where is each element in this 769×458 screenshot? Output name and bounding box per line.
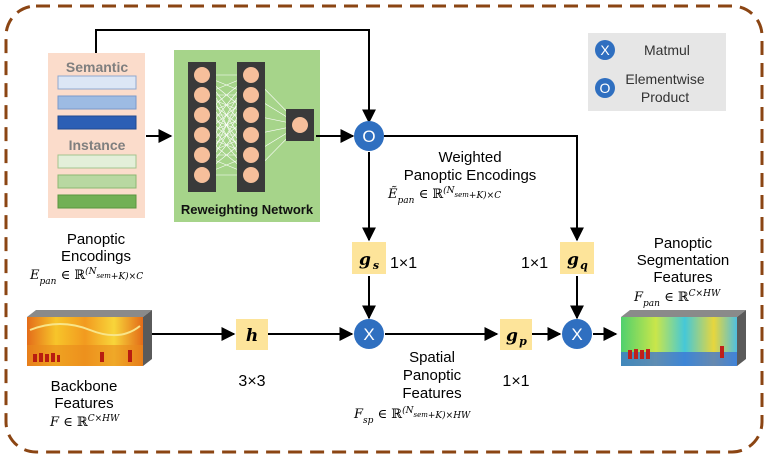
legend-elementwise-label-2: Product <box>641 89 689 105</box>
svg-text:Spatial: Spatial <box>409 349 455 366</box>
svg-text:q: q <box>580 259 588 272</box>
semantic-bar-1 <box>57 75 137 90</box>
outer-dashed-frame <box>4 4 764 454</box>
svg-text:Ẽpan ∈ ℝ(Nsem+K)×C: Ẽpan ∈ ℝ(Nsem+K)×C <box>387 185 501 206</box>
output-feature-map <box>621 310 746 366</box>
network-neuron <box>243 147 259 163</box>
elementwise-op-node: O <box>354 121 384 151</box>
instance-bar-1 <box>57 154 137 169</box>
connections <box>95 29 618 341</box>
svg-text:s: s <box>373 259 379 272</box>
legend-matmul-symbol: X <box>600 42 610 58</box>
svg-text:g: g <box>567 250 579 270</box>
svg-text:Panoptic Encodings: Panoptic Encodings <box>404 167 537 184</box>
semantic-bar-3 <box>57 115 137 130</box>
network-neuron <box>243 127 259 143</box>
h-projection: h 3×3 <box>236 319 268 390</box>
svg-text:g: g <box>359 250 371 270</box>
semantic-label: Semantic <box>66 59 128 75</box>
network-neuron <box>194 167 210 183</box>
instance-label: Instance <box>69 137 126 153</box>
network-neuron <box>194 127 210 143</box>
encodings-caption-2: Encodings <box>61 248 131 265</box>
weighted-encodings-caption: Weighted Panoptic Encodings Ẽpan ∈ ℝ(Nse… <box>387 149 536 206</box>
svg-text:g: g <box>506 326 518 346</box>
gp-size-label: 1×1 <box>502 373 529 390</box>
encodings-math: Epan ∈ ℝ(Nsem+K)×C <box>29 266 143 287</box>
encodings-caption-1: Panoptic <box>67 231 126 248</box>
backbone-feature-map <box>27 310 152 366</box>
svg-text:F ∈ ℝC×HW: F ∈ ℝC×HW <box>49 414 120 430</box>
bypass-arrow <box>95 29 376 124</box>
svg-text:Features: Features <box>54 395 113 412</box>
instance-bar-2 <box>57 174 137 189</box>
svg-text:Fsp ∈ ℝ(Nsem+K)×HW: Fsp ∈ ℝ(Nsem+K)×HW <box>353 405 471 426</box>
svg-text:Segmentation: Segmentation <box>637 252 730 269</box>
network-neuron <box>243 67 259 83</box>
svg-text:X: X <box>571 325 582 344</box>
matmul-op-node-2: X <box>562 319 592 349</box>
network-neuron <box>243 107 259 123</box>
legend-matmul-icon <box>595 40 615 60</box>
gq-size-label: 1×1 <box>521 255 548 272</box>
svg-text:h: h <box>246 326 258 346</box>
svg-text:Panoptic: Panoptic <box>654 235 713 252</box>
instance-bar-3 <box>57 194 137 209</box>
svg-text:Features: Features <box>402 385 461 402</box>
svg-text:Backbone: Backbone <box>51 378 118 395</box>
panoptic-encodings-block: Semantic Instance Panoptic Encodings Epa… <box>29 53 145 287</box>
svg-text:Panoptic: Panoptic <box>403 367 462 384</box>
network-neuron <box>194 107 210 123</box>
legend-matmul-label: Matmul <box>644 42 690 58</box>
network-neuron <box>194 147 210 163</box>
semantic-bar-2 <box>57 95 137 110</box>
svg-text:O: O <box>362 127 375 146</box>
svg-text:Fpan ∈ ℝC×HW: Fpan ∈ ℝC×HW <box>633 289 721 309</box>
backbone-caption: Backbone Features F ∈ ℝC×HW <box>49 378 120 430</box>
network-neuron <box>243 87 259 103</box>
svg-text:Weighted: Weighted <box>438 149 501 166</box>
svg-text:X: X <box>363 325 374 344</box>
gp-projection: g p 1×1 <box>500 319 532 390</box>
svg-text:p: p <box>519 335 527 348</box>
spatial-features-caption: Spatial Panoptic Features Fsp ∈ ℝ(Nsem+K… <box>353 349 471 426</box>
network-neuron <box>194 67 210 83</box>
legend-elementwise-label-1: Elementwise <box>625 71 705 87</box>
matmul-op-node-1: X <box>354 319 384 349</box>
h-size-label: 3×3 <box>238 373 265 390</box>
gs-projection: g s 1×1 <box>352 242 417 274</box>
network-neuron <box>194 87 210 103</box>
op-to-gq-arrow <box>384 135 584 242</box>
legend-elementwise-icon <box>595 78 615 98</box>
svg-text:Features: Features <box>653 269 712 286</box>
legend: X Matmul O Elementwise Product <box>588 33 726 111</box>
network-label: Reweighting Network <box>181 202 314 217</box>
network-neurons <box>194 67 308 183</box>
legend-elementwise-symbol: O <box>600 80 611 96</box>
gs-size-label: 1×1 <box>390 255 417 272</box>
output-caption: Panoptic Segmentation Features Fpan ∈ ℝC… <box>633 235 729 309</box>
gq-projection: g q 1×1 <box>521 242 594 274</box>
reweighting-network: Reweighting Network <box>174 50 320 222</box>
network-neuron <box>243 167 259 183</box>
network-output-neuron <box>292 117 308 133</box>
